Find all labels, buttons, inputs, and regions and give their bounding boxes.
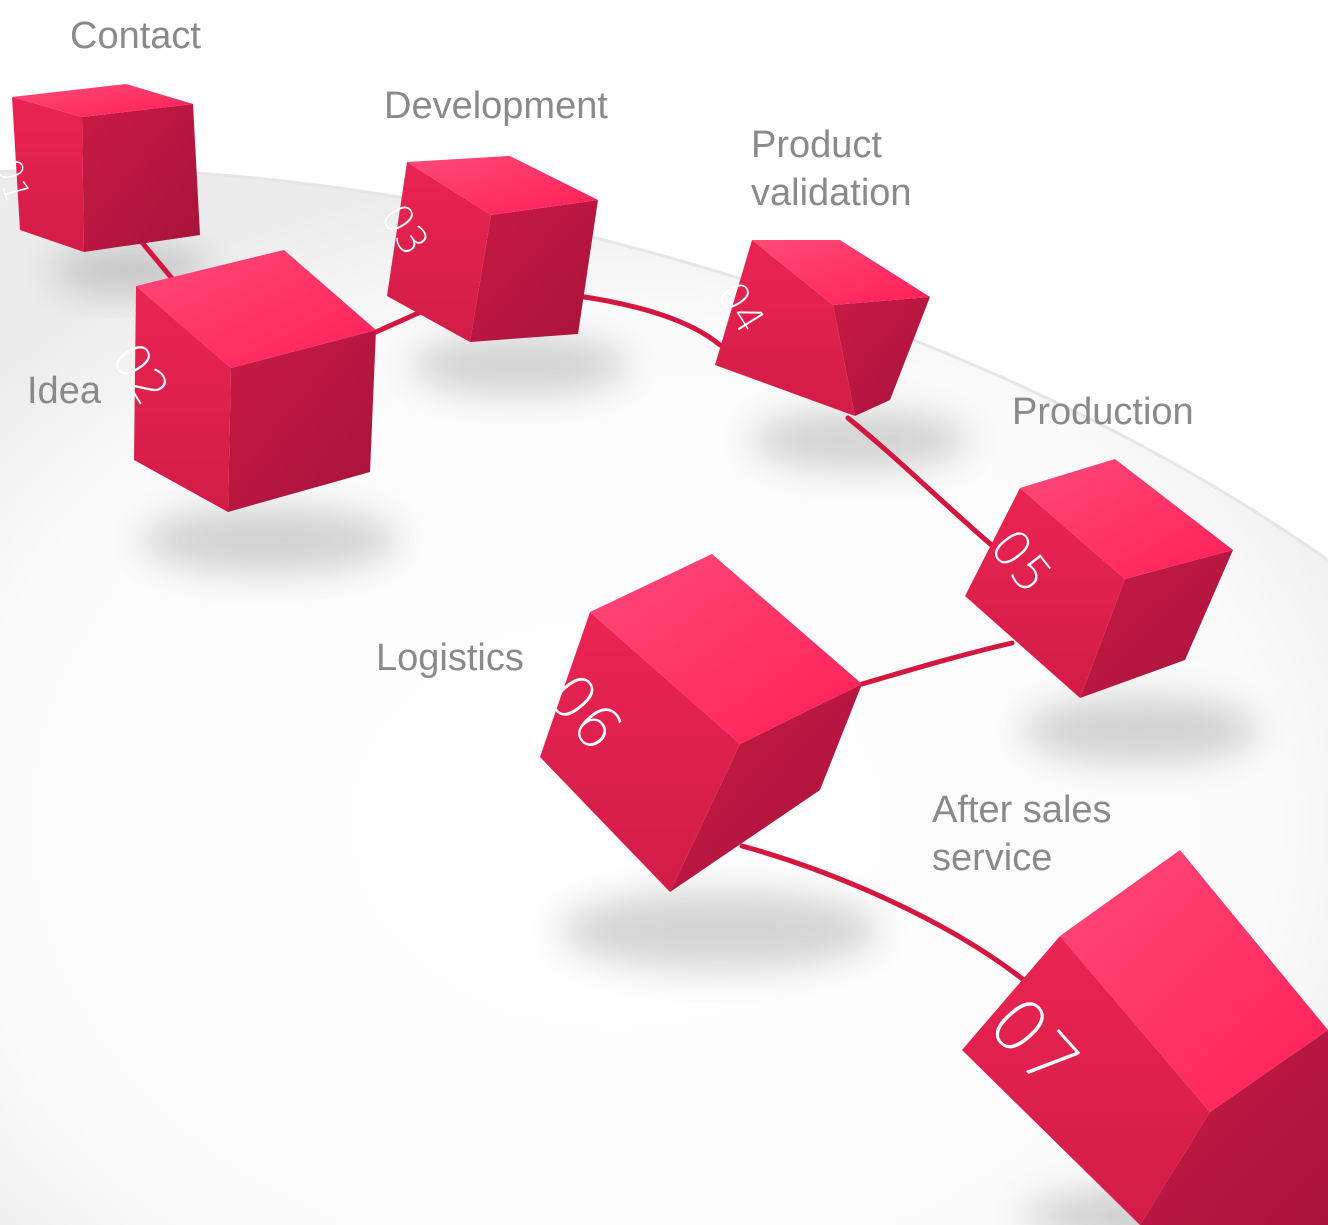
cube-shadow-05 [1020, 696, 1260, 764]
cube-front-face [715, 240, 855, 416]
step-label-line: After sales [932, 789, 1112, 831]
cube-top-face [590, 554, 862, 744]
connector-line-4-5 [845, 415, 998, 551]
step-label-01: Contact [70, 12, 201, 60]
step-label-line: Development [384, 85, 608, 127]
cube-side-face [1140, 1030, 1328, 1225]
cube-top-face [12, 84, 193, 117]
cube-side-face [470, 200, 598, 342]
cube-shadow-06 [560, 890, 880, 970]
step-label-line: Idea [27, 370, 101, 412]
step-label-05: Production [1012, 388, 1194, 436]
cube-03: 03 [371, 156, 598, 342]
connector-line-5-6 [859, 640, 1015, 687]
cube-front-face [540, 612, 740, 892]
step-label-04: Product validation [751, 121, 912, 217]
cube-top-face [136, 250, 376, 368]
step-label-line: service [932, 837, 1053, 879]
cube-top-face [407, 156, 598, 215]
step-label-line: Product [751, 124, 882, 166]
cube-side-face [228, 330, 376, 512]
step-label-line: Contact [70, 15, 201, 57]
cube-side-face [670, 684, 862, 892]
connector-line-2-3 [373, 307, 428, 335]
cube-front-face [12, 97, 84, 252]
cube-side-face [82, 104, 200, 252]
step-label-02: Idea [27, 367, 101, 415]
step-label-06: Logistics [376, 634, 524, 682]
cube-shadow-02 [140, 506, 400, 574]
cube-front-face [387, 162, 491, 342]
cube-top-face [752, 240, 930, 305]
step-label-line: Production [1012, 391, 1194, 433]
cube-side-face [1080, 550, 1233, 698]
cube-front-face [965, 488, 1125, 698]
cube-top-face [1060, 850, 1328, 1112]
cube-04: 04 [707, 240, 930, 416]
step-label-line: validation [751, 172, 912, 214]
step-label-line: Logistics [376, 637, 524, 679]
cube-07: 07 [962, 850, 1328, 1225]
cube-top-face [1020, 459, 1233, 579]
cube-01: 01 [0, 84, 200, 252]
step-label-07: After sales service [932, 786, 1112, 882]
cube-shadow-04 [750, 410, 970, 470]
connector-line-3-4 [575, 293, 723, 348]
cube-06: 06 [533, 554, 862, 892]
cube-front-face [134, 286, 231, 512]
cube-front-face [962, 936, 1210, 1225]
step-label-03: Development [384, 82, 608, 130]
cube-05: 05 [965, 459, 1233, 698]
cube-side-face [833, 297, 930, 416]
cube-shadow-03 [410, 335, 630, 395]
connector-line-6-7 [739, 843, 1033, 988]
connector-line-1-2 [137, 237, 178, 285]
